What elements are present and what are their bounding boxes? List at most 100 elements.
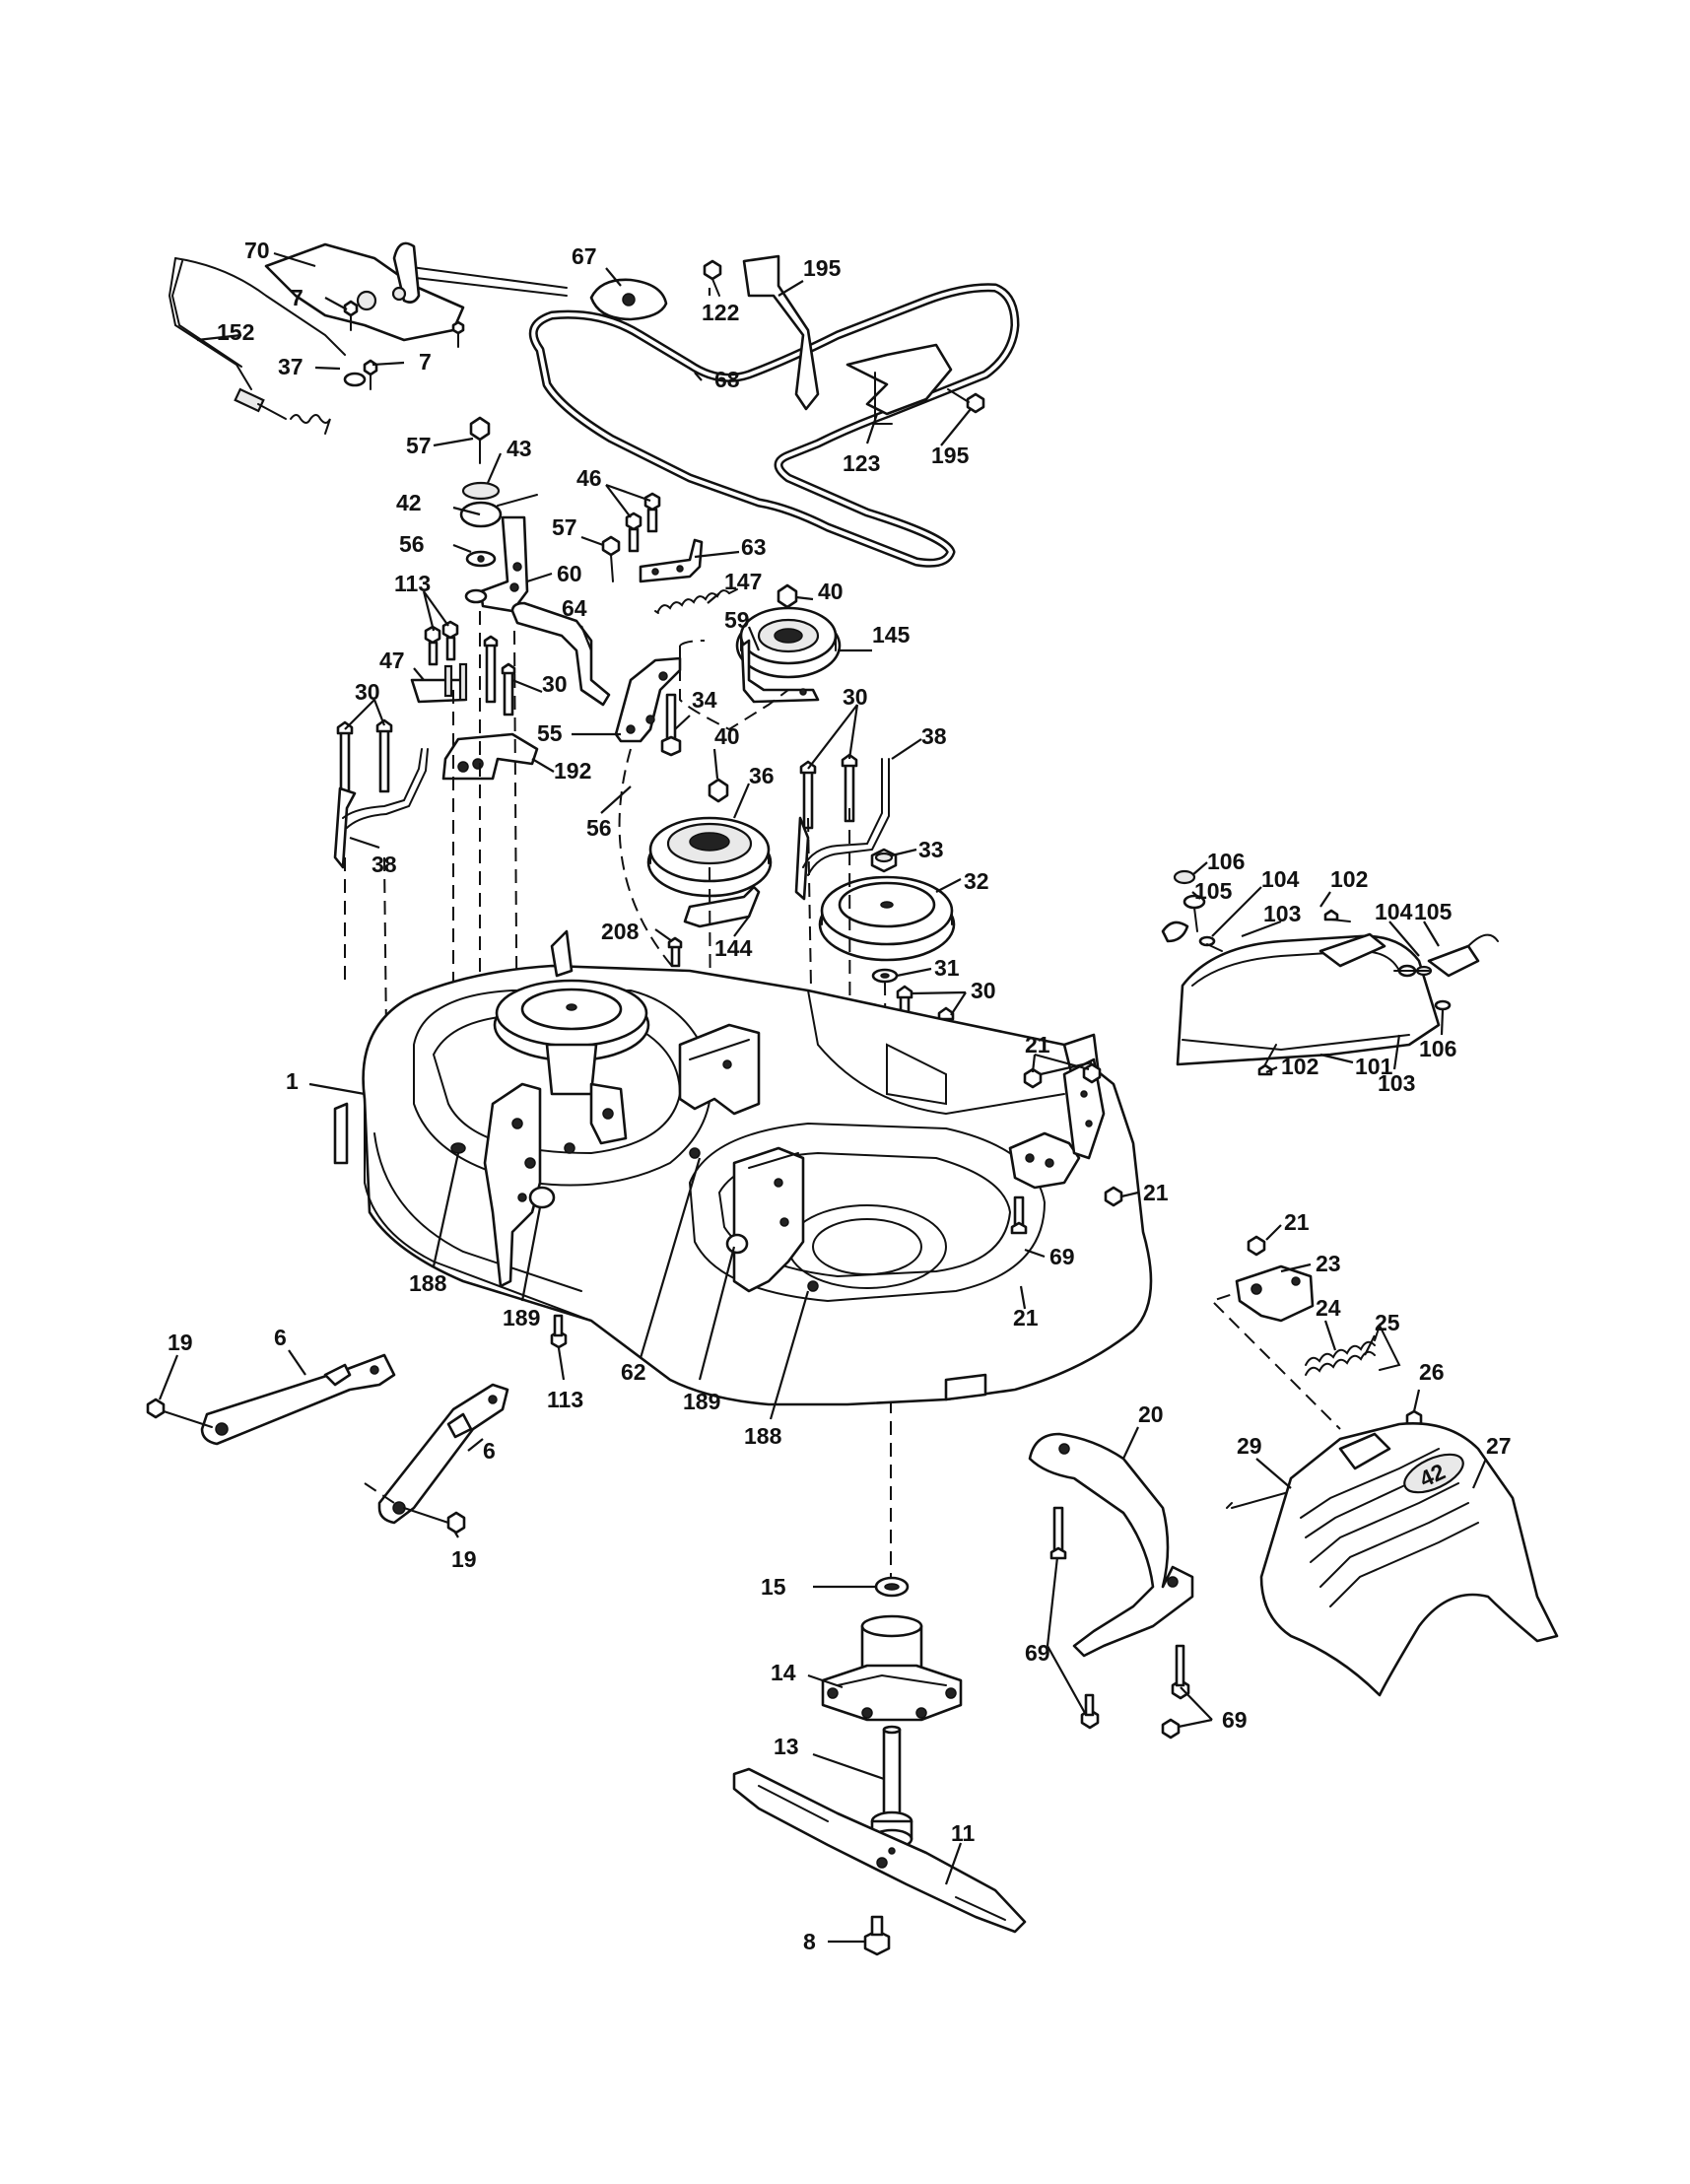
bolts-113-top: [424, 620, 459, 666]
blade-11: [732, 1767, 1027, 1934]
bolt-57-mid: [601, 535, 621, 582]
callout-11: 11: [951, 1820, 976, 1846]
chute-cover-101: [1176, 932, 1441, 1066]
callout-21-bracket: 21: [1284, 1209, 1310, 1235]
callout-56-mid: 56: [586, 815, 612, 841]
screw-208: [667, 936, 683, 968]
callout-25: 25: [1375, 1310, 1400, 1335]
callout-37: 37: [278, 354, 304, 379]
callout-1: 1: [286, 1068, 299, 1094]
idler-bracket-60: [464, 515, 529, 613]
callout-69-guard-right: 69: [1222, 1707, 1248, 1733]
callout-27: 27: [1486, 1433, 1512, 1459]
callout-192: 192: [554, 758, 591, 784]
bolt-34: [660, 693, 682, 757]
callout-42: 42: [396, 490, 422, 515]
callout-57-mid: 57: [552, 514, 577, 540]
callout-56-top: 56: [399, 531, 425, 557]
callout-14: 14: [771, 1660, 796, 1685]
bracket-192: [441, 732, 539, 781]
callout-30-c: 30: [355, 679, 380, 705]
callout-70: 70: [244, 238, 270, 263]
rod-38-right: [794, 758, 890, 901]
leader-lines: [158, 251, 1488, 1944]
blade-guard-20: [1028, 1432, 1194, 1658]
callout-105-right: 105: [1414, 899, 1453, 924]
callout-6-upper: 6: [274, 1325, 287, 1350]
deck-fasteners: [450, 1142, 819, 1292]
callout-64: 64: [562, 595, 587, 621]
callout-101: 101: [1355, 1054, 1393, 1079]
guide-screws: [703, 259, 985, 414]
callout-145: 145: [872, 622, 911, 648]
callout-188-left: 188: [409, 1270, 447, 1296]
callout-33: 33: [918, 837, 944, 862]
callout-21-lower: 21: [1013, 1305, 1039, 1331]
callout-106-top: 106: [1207, 849, 1245, 874]
nuts-21-deck: [1023, 1060, 1123, 1207]
callout-34: 34: [692, 687, 717, 713]
callout-103-right: 103: [1378, 1070, 1415, 1096]
drive-belt: [528, 283, 1020, 568]
knob: [589, 278, 668, 321]
callout-103-top: 103: [1263, 901, 1301, 926]
idler-hardware-left: [459, 416, 538, 568]
callout-195-top: 195: [803, 255, 842, 281]
callout-26: 26: [1419, 1359, 1445, 1385]
callout-105-top: 105: [1194, 878, 1233, 904]
callout-31: 31: [934, 955, 960, 981]
shaft-13: [870, 1725, 913, 1850]
bracket-63: [639, 538, 704, 583]
callout-7-top: 7: [291, 285, 304, 310]
callout-19-upper: 19: [168, 1330, 193, 1355]
bolts-small-top: [343, 300, 465, 390]
pulley-32: [818, 875, 956, 962]
deck-bracket-right-center: [732, 1146, 805, 1293]
callout-102-top: 102: [1330, 866, 1368, 892]
callout-40-mid: 40: [714, 723, 740, 749]
callout-7-bottom: 7: [419, 349, 432, 375]
callout-152: 152: [217, 319, 254, 345]
callout-24: 24: [1316, 1295, 1341, 1321]
lift-arm-6-upper: [200, 1353, 396, 1446]
callout-106-right: 106: [1419, 1036, 1456, 1061]
callout-38-left: 38: [372, 852, 397, 877]
deck-bracket-center: [678, 1023, 761, 1116]
bolts-69-guard: [1049, 1506, 1190, 1740]
callout-59: 59: [724, 607, 750, 633]
callout-113-top: 113: [394, 571, 431, 596]
callout-68: 68: [714, 367, 740, 392]
callout-104-right: 104: [1375, 899, 1413, 924]
callout-104-top: 104: [1261, 866, 1300, 892]
callout-13: 13: [774, 1734, 799, 1759]
deck-pulley-left: [493, 979, 650, 1096]
callout-60: 60: [557, 561, 582, 586]
nut-40-center: [708, 778, 729, 803]
callout-123: 123: [843, 450, 880, 476]
callout-19-lower: 19: [451, 1546, 477, 1572]
callout-21-right: 21: [1143, 1180, 1169, 1205]
idler-pulley-145: [735, 583, 842, 679]
callout-labels: 70 67 195 122 7 152 7 37 68 123 195 57 4…: [168, 238, 1512, 1954]
callout-67: 67: [572, 243, 597, 269]
callout-29: 29: [1237, 1433, 1262, 1459]
rod-38-left: [333, 748, 429, 869]
bracket-59: [740, 639, 820, 704]
callout-113-bottom: 113: [547, 1387, 583, 1412]
bolt-19-lower: [364, 1482, 466, 1535]
callout-15: 15: [761, 1574, 786, 1600]
bracket-144: [683, 885, 761, 928]
engagement-cable: [168, 257, 346, 435]
callout-189-left: 189: [503, 1305, 540, 1331]
bracket-23: [1235, 1264, 1315, 1323]
bolt-69-deck: [1010, 1195, 1028, 1235]
callout-147: 147: [724, 569, 762, 594]
screw-113-bottom: [550, 1314, 568, 1349]
belt-guides: [742, 254, 953, 425]
bolt-19-upper: [146, 1398, 213, 1428]
bolts-30-group-a: [483, 635, 516, 717]
callout-23: 23: [1316, 1251, 1341, 1276]
callout-40-top: 40: [818, 579, 844, 604]
callout-62: 62: [621, 1359, 646, 1385]
